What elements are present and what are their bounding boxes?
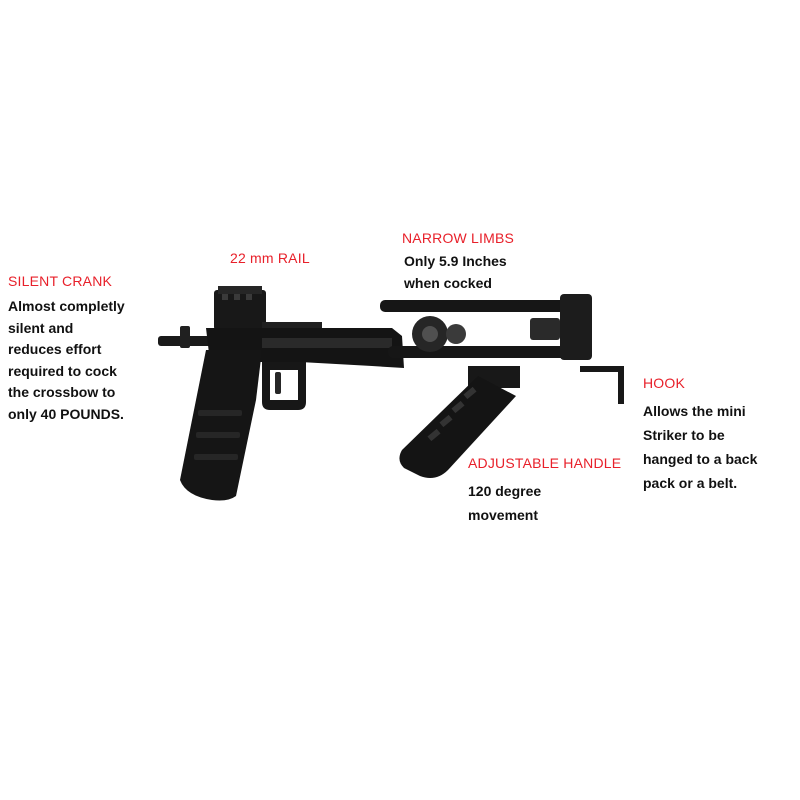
limbs-line: Only 5.9 Inches (404, 253, 507, 269)
pistol-grip (180, 350, 262, 501)
crank-line: only 40 POUNDS. (8, 405, 124, 422)
rail-title: 22 mm RAIL (230, 250, 310, 266)
crank-line: required to cock (8, 362, 117, 379)
limb-upper (380, 300, 580, 312)
limb-block (560, 294, 592, 360)
crank-line: silent and (8, 319, 74, 336)
crank-description: Almost completly silent and reduces effo… (8, 296, 125, 425)
trigger-guard (262, 362, 306, 410)
hook-description: Allows the mini Striker to be hanged to … (643, 399, 757, 495)
crank-line: reduces effort (8, 341, 102, 357)
adjustable-foregrip (399, 376, 516, 478)
hook-line: hanged to a back (643, 451, 758, 467)
limb-lower (388, 346, 578, 358)
hook-line: Striker to be (643, 427, 725, 443)
crank-handle (180, 326, 190, 348)
handle-title: ADJUSTABLE HANDLE (468, 455, 622, 471)
limbs-title: NARROW LIMBS (402, 230, 515, 246)
limbs-line: when cocked (404, 274, 492, 291)
hook-title: HOOK (643, 375, 686, 391)
crank-title: SILENT CRANK (8, 273, 113, 289)
hook-line: Allows the mini (643, 403, 746, 419)
crank-line: the crossbow to (8, 384, 116, 400)
handle-line: 120 degree (468, 483, 542, 499)
handle-description: 120 degree movement (468, 479, 541, 527)
trigger (275, 372, 281, 394)
limbs-description: Only 5.9 Inches when cocked (404, 251, 507, 294)
handle-line: movement (468, 507, 539, 523)
crank-line: Almost completly (8, 298, 125, 314)
hook-line: pack or a belt. (643, 475, 738, 491)
belt-hook (580, 366, 624, 404)
